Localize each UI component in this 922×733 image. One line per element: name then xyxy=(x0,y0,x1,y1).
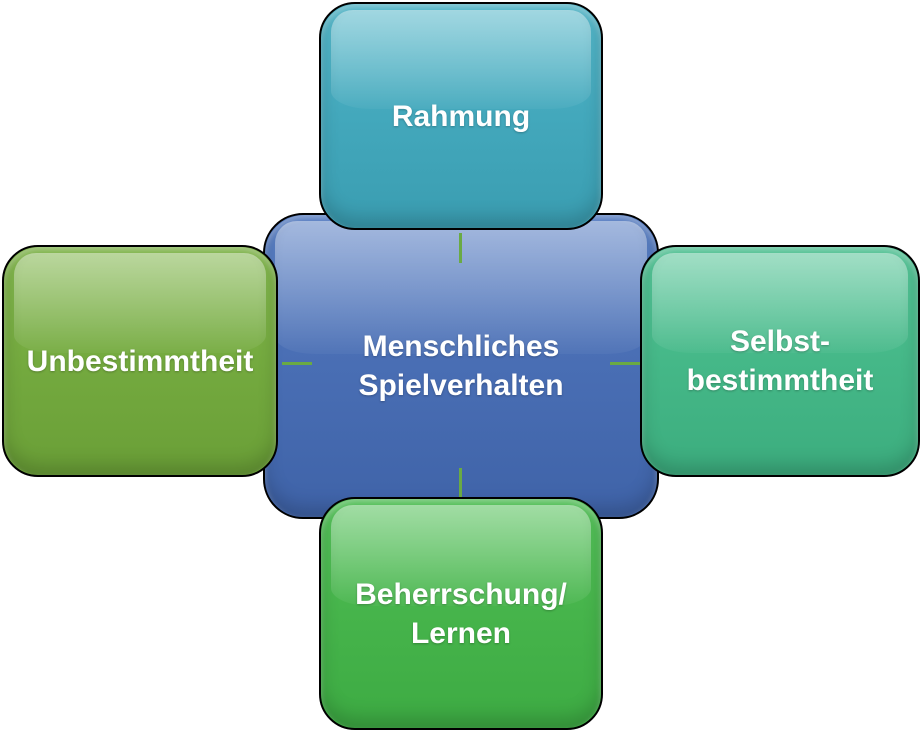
top-node-label: Rahmung xyxy=(391,99,531,133)
connector-right xyxy=(610,362,640,365)
center-node-label: Menschliches Spielverhalten xyxy=(358,330,564,402)
left-node-label: Unbestimmtheit xyxy=(26,344,254,378)
connector-bottom xyxy=(459,468,462,498)
connector-left xyxy=(282,362,312,365)
right-node-label: Selbst- bestimmtheit xyxy=(686,325,874,397)
connector-top xyxy=(459,233,462,263)
top-node: Rahmung xyxy=(319,2,603,230)
right-node: Selbst- bestimmtheit xyxy=(640,245,920,477)
bottom-node: Beherrschung/ Lernen xyxy=(319,497,603,730)
left-node: Unbestimmtheit xyxy=(2,245,278,477)
bottom-node-label: Beherrschung/ Lernen xyxy=(355,577,567,650)
